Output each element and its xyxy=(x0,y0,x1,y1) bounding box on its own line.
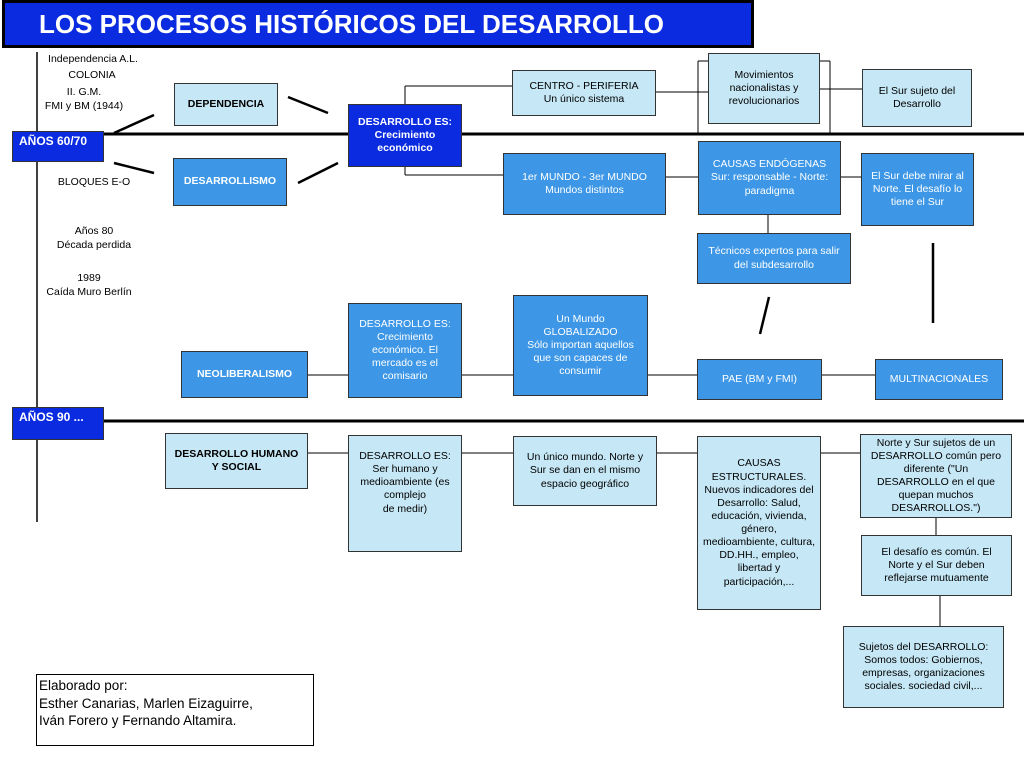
tecnicos-box: Técnicos expertos para salir del subdesa… xyxy=(697,233,851,284)
movimientos-box: Movimientos nacionalistas y revolucionar… xyxy=(708,53,820,124)
era-label-90: AÑOS 90 ... xyxy=(12,407,104,440)
multinacionales-box: MULTINACIONALES xyxy=(875,359,1003,400)
page-title: LOS PROCESOS HISTÓRICOS DEL DESARROLLO xyxy=(2,0,754,48)
centro-periferia-box: CENTRO - PERIFERIA Un único sistema xyxy=(512,70,656,116)
sujetos-box: Sujetos del DESARROLLO: Somos todos: Gob… xyxy=(843,626,1004,708)
desarrollismo-box: DESARROLLISMO xyxy=(173,158,287,206)
mundos-box: 1er MUNDO - 3er MUNDO Mundos distintos xyxy=(503,153,666,215)
colonia-label: COLONIA xyxy=(68,69,116,81)
iigm-label: II. G.M. FMI y BM (1944) xyxy=(44,86,124,112)
desarrollo-crecimiento-box: DESARROLLO ES: Crecimiento económico xyxy=(348,104,462,167)
desarrollo-mercado-box: DESARROLLO ES: Crecimiento económico. El… xyxy=(348,303,462,398)
independencia-label: Independencia A.L. xyxy=(48,53,138,65)
anos80-label: Años 80 Década perdida xyxy=(56,225,132,251)
sur-mirar-box: El Sur debe mirar al Norte. El desafío l… xyxy=(861,153,974,226)
desafio-comun-box: El desafío es común. El Norte y el Sur d… xyxy=(861,535,1012,596)
desarrollo-humano-box: DESARROLLO HUMANO Y SOCIAL xyxy=(165,433,308,489)
mundo-globalizado-box: Un Mundo GLOBALIZADO Sólo importan aquel… xyxy=(513,295,648,396)
dependencia-box: DEPENDENCIA xyxy=(174,83,278,126)
bloques-label: BLOQUES E-O xyxy=(57,176,131,188)
neoliberalismo-box: NEOLIBERALISMO xyxy=(181,351,308,398)
unico-mundo-box: Un único mundo. Norte y Sur se dan en el… xyxy=(513,436,657,506)
sur-sujeto-box: El Sur sujeto del Desarrollo xyxy=(862,69,972,127)
norte-sur-sujetos-box: Norte y Sur sujetos de un DESARROLLO com… xyxy=(860,434,1012,518)
ano1989-label: 1989 Caída Muro Berlín xyxy=(46,272,132,298)
credits-box: Elaborado por: Esther Canarias, Marlen E… xyxy=(36,674,314,746)
pae-box: PAE (BM y FMI) xyxy=(697,359,822,400)
causas-estructurales-box: CAUSAS ESTRUCTURALES. Nuevos indicadores… xyxy=(697,436,821,610)
causas-endogenas-box: CAUSAS ENDÓGENAS Sur: responsable - Nort… xyxy=(698,141,841,215)
era-label-6070: AÑOS 60/70 xyxy=(12,131,104,162)
desarrollo-ser-box: DESARROLLO ES: Ser humano y medioambient… xyxy=(348,435,462,552)
